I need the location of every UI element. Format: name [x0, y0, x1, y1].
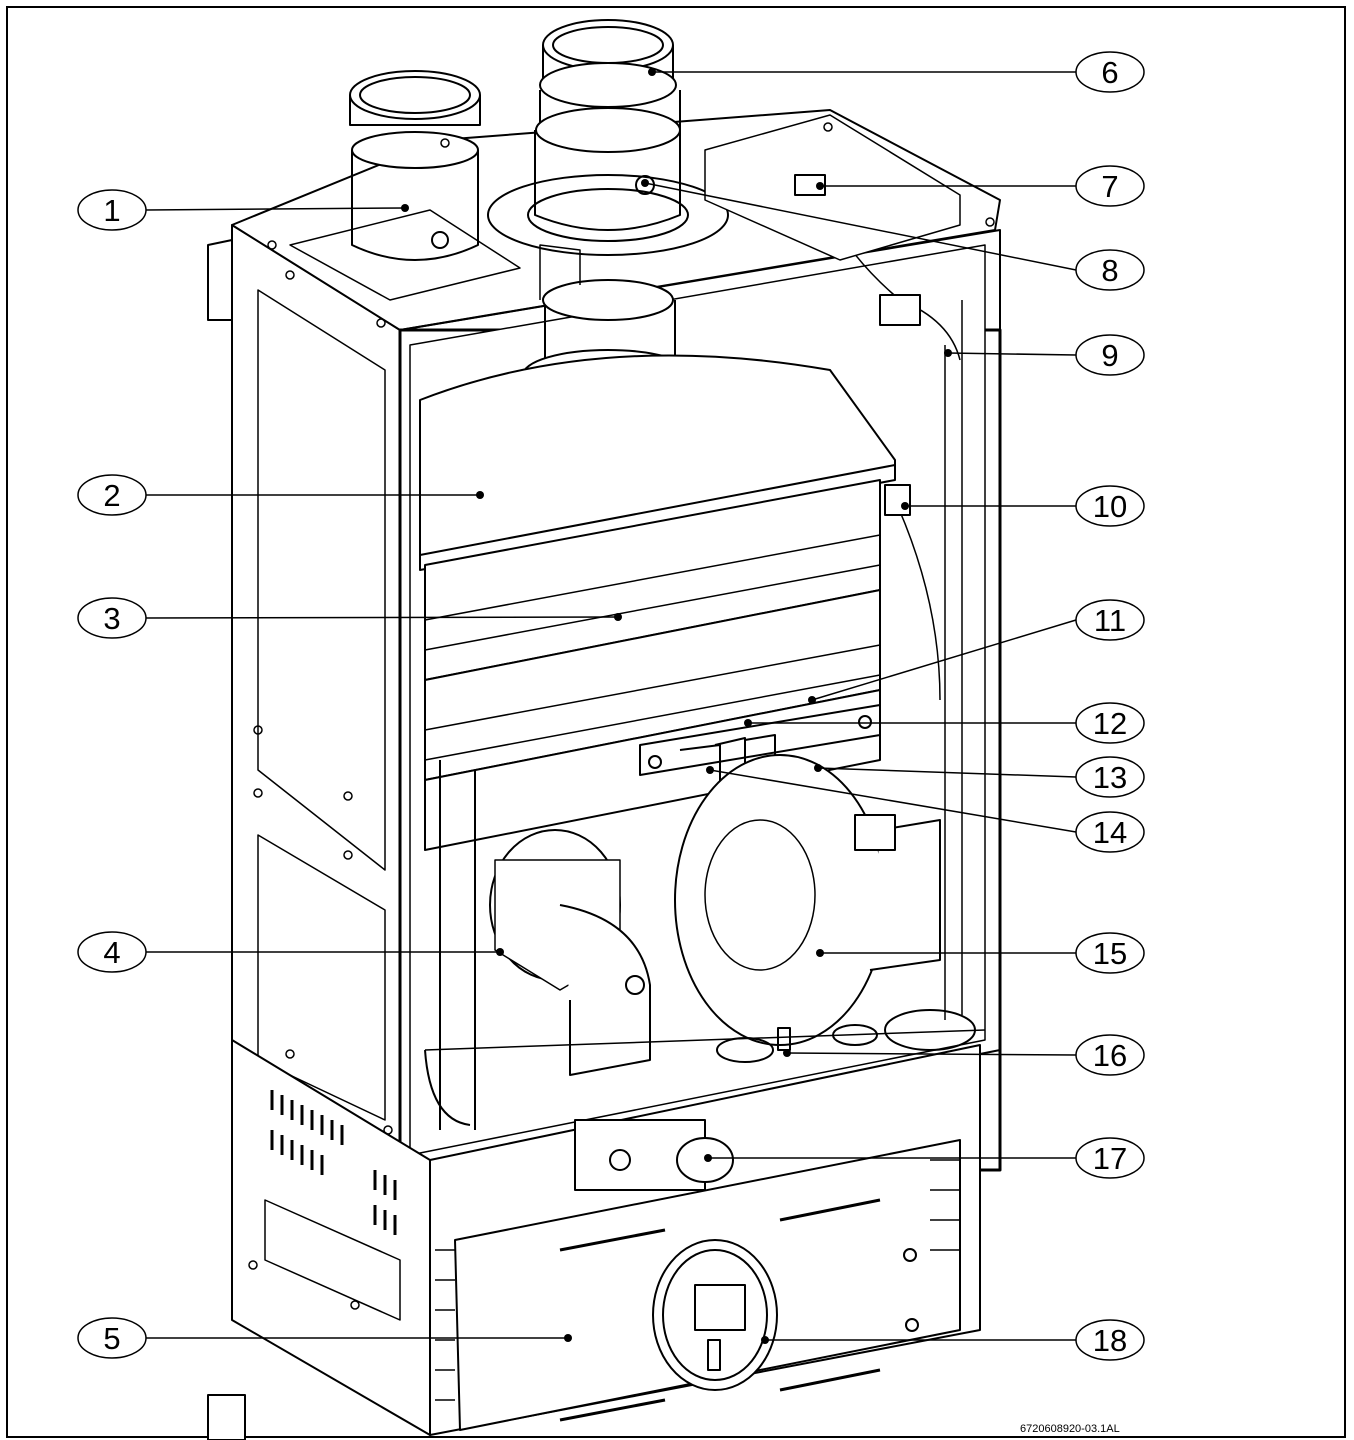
callout-15: 15: [816, 932, 1145, 974]
callout-badge: [1075, 1137, 1145, 1179]
callout-13: 13: [814, 756, 1145, 798]
callout-number: 1: [103, 193, 120, 228]
leader-line: [709, 769, 1077, 833]
callout-badge: [1075, 599, 1145, 641]
leader-dot: [648, 68, 656, 76]
leader-dot: [704, 1154, 712, 1162]
callout-17: 17: [704, 1137, 1145, 1179]
callout-number: 13: [1093, 760, 1127, 795]
callout-number: 14: [1093, 815, 1127, 850]
leader-dot: [814, 764, 822, 772]
callout-number: 11: [1094, 603, 1126, 638]
callout-9: 9: [944, 334, 1145, 376]
callout-badge: [1075, 811, 1145, 853]
callout-10: 10: [901, 485, 1145, 527]
leader-dot: [641, 179, 649, 187]
callout-8: 8: [641, 179, 1145, 291]
leader-line: [145, 207, 406, 211]
leader-dot: [783, 1049, 791, 1057]
leader-dot: [816, 182, 824, 190]
leader-line: [947, 352, 1077, 356]
callout-7: 7: [816, 165, 1145, 207]
leader-line: [786, 1052, 1077, 1056]
leader-dot: [564, 1334, 572, 1342]
callout-number: 3: [103, 601, 120, 636]
callout-badge: [77, 1317, 147, 1359]
callout-number: 2: [103, 478, 120, 513]
leader-line: [811, 619, 1077, 701]
leader-dot: [808, 696, 816, 704]
callout-14: 14: [706, 766, 1145, 853]
callout-3: 3: [77, 597, 622, 639]
callout-badge: [1075, 932, 1145, 974]
leader-dot: [744, 719, 752, 727]
leader-dot: [706, 766, 714, 774]
callout-badge: [1075, 485, 1145, 527]
callout-number: 17: [1093, 1141, 1127, 1176]
leader-dot: [614, 613, 622, 621]
leader-dot: [901, 502, 909, 510]
callout-11: 11: [808, 599, 1145, 704]
callout-number: 16: [1093, 1038, 1127, 1073]
callout-badge: [77, 189, 147, 231]
callout-4: 4: [77, 931, 504, 973]
callout-2: 2: [77, 474, 484, 516]
callout-number: 12: [1093, 706, 1127, 741]
callout-number: 5: [103, 1321, 120, 1356]
leader-dot: [401, 204, 409, 212]
leader-dot: [761, 1336, 769, 1344]
leader-line: [145, 616, 619, 619]
callout-5: 5: [77, 1317, 572, 1359]
callout-badge: [77, 597, 147, 639]
callout-1: 1: [77, 189, 409, 231]
figure-frame: [6, 6, 1346, 1438]
callout-badge: [1075, 334, 1145, 376]
callout-number: 6: [1101, 55, 1118, 90]
callout-16: 16: [783, 1034, 1145, 1076]
callout-12: 12: [744, 702, 1145, 744]
callout-number: 4: [103, 935, 120, 970]
callout-badge: [1075, 249, 1145, 291]
leader-line: [644, 182, 1077, 271]
leader-dot: [496, 948, 504, 956]
callout-6: 6: [648, 51, 1145, 93]
callout-badge: [77, 474, 147, 516]
callout-number: 18: [1093, 1323, 1127, 1358]
callout-18: 18: [761, 1319, 1145, 1361]
leader-dot: [476, 491, 484, 499]
callout-badge: [1075, 165, 1145, 207]
callout-badge: [77, 931, 147, 973]
callout-badge: [1075, 51, 1145, 93]
leader-dot: [944, 349, 952, 357]
callout-number: 8: [1101, 253, 1118, 288]
callout-badge: [1075, 702, 1145, 744]
callout-number: 15: [1093, 936, 1127, 971]
document-id: 6720608920-03.1AL: [1020, 1423, 1120, 1435]
callout-number: 9: [1101, 338, 1118, 373]
callout-number: 7: [1101, 169, 1118, 204]
leader-dot: [816, 949, 824, 957]
leader-line: [817, 767, 1077, 778]
callout-badge: [1075, 1319, 1145, 1361]
callout-badge: [1075, 756, 1145, 798]
boiler-illustration: [207, 19, 1002, 1440]
callout-number: 10: [1093, 489, 1127, 524]
callout-badge: [1075, 1034, 1145, 1076]
